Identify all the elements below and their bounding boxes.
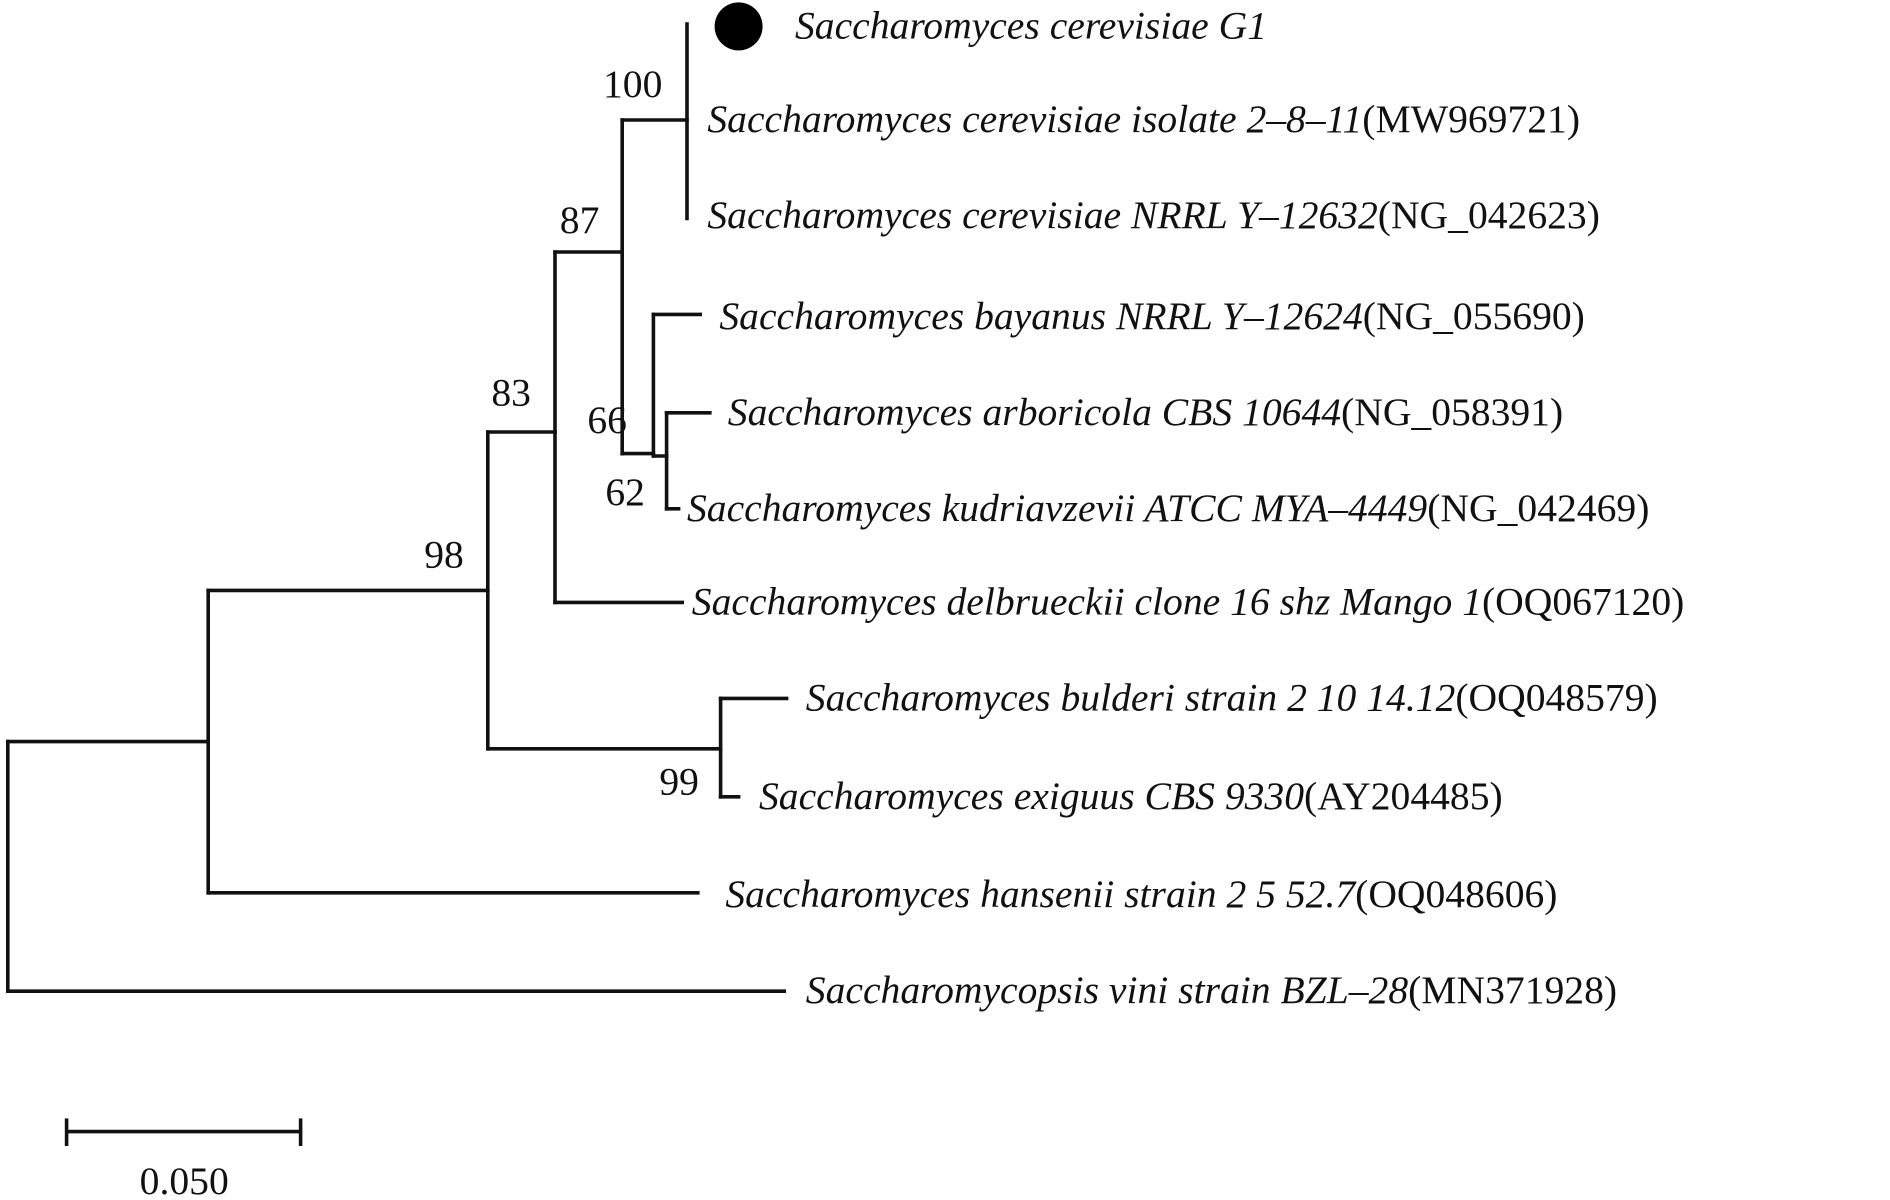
taxon-accession: (NG_042623) [1378, 193, 1600, 237]
taxon-accession: (NG_058391) [1341, 390, 1563, 434]
bootstrap-87: 87 [560, 198, 600, 242]
bootstrap-66: 66 [587, 398, 627, 442]
taxon-name: Saccharomyces cerevisiae isolate 2–8–11 [707, 97, 1362, 141]
taxon-name: Saccharomyces hansenii strain 2 5 52.7 [725, 872, 1357, 916]
taxon-label-oq067120: Saccharomyces delbrueckii clone 16 shz M… [692, 579, 1685, 623]
taxon-accession: (MW969721) [1362, 97, 1580, 141]
taxon-label-oq048606: Saccharomyces hansenii strain 2 5 52.7(O… [725, 872, 1557, 916]
taxon-label-mn371928: Saccharomycopsis vini strain BZL–28(MN37… [806, 968, 1617, 1012]
taxon-name: Saccharomyces cerevisiae NRRL Y–12632 [707, 193, 1377, 237]
taxon-accession: (NG_055690) [1363, 294, 1585, 338]
taxon-label-mw969721: Saccharomyces cerevisiae isolate 2–8–11(… [707, 97, 1580, 141]
taxon-name: Saccharomyces exiguus CBS 9330 [759, 774, 1304, 818]
taxon-name: Saccharomyces kudriavzevii ATCC MYA–4449 [687, 486, 1427, 530]
taxon-name: Saccharomyces cerevisiae G1 [795, 3, 1267, 47]
taxon-accession: (NG_042469) [1427, 486, 1649, 530]
taxon-name: Saccharomyces delbrueckii clone 16 shz M… [692, 579, 1482, 623]
taxon-accession: (AY204485) [1304, 774, 1503, 818]
taxon-accession: (OQ048606) [1355, 872, 1557, 916]
scale-bar-label: 0.050 [140, 1159, 229, 1200]
taxon-accession: (MN371928) [1408, 968, 1617, 1012]
taxon-name: Saccharomyces arboricola CBS 10644 [728, 390, 1341, 434]
taxon-label-ay204485: Saccharomyces exiguus CBS 9330(AY204485) [759, 774, 1503, 818]
taxon-label-ng058391: Saccharomyces arboricola CBS 10644(NG_05… [728, 390, 1563, 434]
taxon-label-ng042469: Saccharomyces kudriavzevii ATCC MYA–4449… [687, 486, 1649, 530]
scale-bar: 0.050 [64, 1118, 303, 1200]
bootstrap-100: 100 [603, 62, 662, 106]
branches [6, 22, 789, 993]
taxon-accession: (OQ067120) [1482, 579, 1684, 623]
taxon-name: Saccharomyces bulderi strain 2 10 14.12 [806, 675, 1456, 719]
taxon-accession: (OQ048579) [1455, 675, 1657, 719]
taxon-label-ng055690: Saccharomyces bayanus NRRL Y–12624(NG_05… [719, 294, 1584, 338]
bootstrap-99: 99 [659, 759, 699, 803]
marker-dot-icon [714, 2, 763, 51]
taxon-label-ng042623: Saccharomyces cerevisiae NRRL Y–12632(NG… [707, 193, 1600, 237]
taxon-label-oq048579: Saccharomyces bulderi strain 2 10 14.12(… [806, 675, 1658, 719]
bootstrap-62: 62 [605, 470, 645, 514]
bootstrap-98: 98 [424, 533, 464, 577]
bootstrap-83: 83 [491, 371, 531, 415]
taxon-name: Saccharomyces bayanus NRRL Y–12624 [719, 294, 1362, 338]
taxon-name: Saccharomycopsis vini strain BZL–28 [806, 968, 1409, 1012]
taxon-label-g1: Saccharomyces cerevisiae G1 [795, 3, 1267, 47]
